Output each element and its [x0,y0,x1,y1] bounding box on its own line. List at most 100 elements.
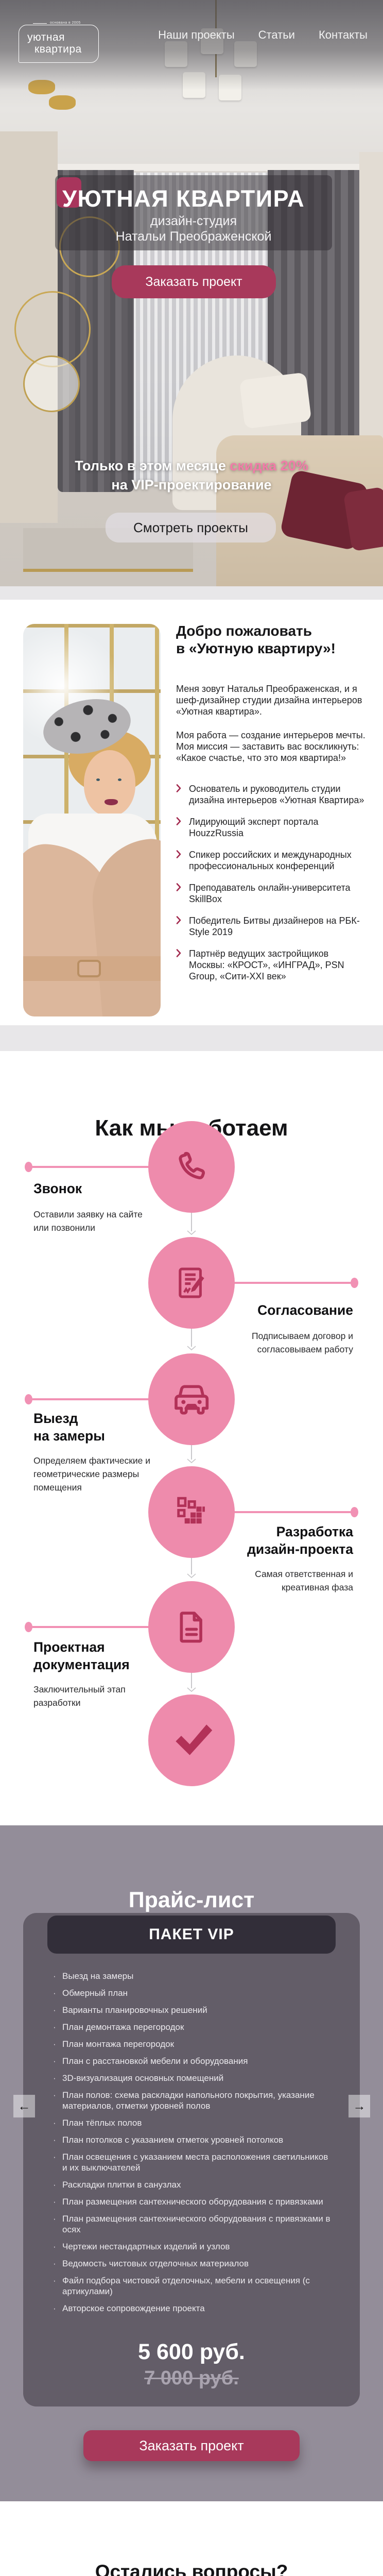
step-label-documentation: Проектная документация Заключительный эт… [33,1638,157,1709]
step-title-line1: Разработка [276,1524,353,1539]
list-item-text: Лидирующий эксперт портала HouzzRussia [189,817,319,838]
step-title-line2: документация [33,1657,130,1672]
welcome-section: Добро пожаловать в «Уютную квартиру»! Ме… [0,600,383,1025]
package-item: Ведомость чистовых отделочных материалов [53,2258,334,2269]
hero-title-plate: УЮТНАЯ КВАРТИРА дизайн-студия Натальи Пр… [55,175,332,250]
list-item-text: Преподаватель онлайн-университета SkillB… [189,883,351,904]
chevron-right-icon [176,949,181,957]
prev-slide-button[interactable]: ← [13,2095,35,2117]
hero-title: УЮТНАЯ КВАРТИРА [62,185,305,212]
nav-item-projects[interactable]: Наши проекты [158,28,235,41]
package-item: Авторское сопровождение проекта [53,2303,334,2314]
promo-line2: на VIP-проектирование [111,477,272,493]
welcome-heading-line2: в «Уютную квартиру»! [176,640,336,656]
contact-section: Остались вопросы? С радостью вас проконс… [0,2501,383,2576]
timeline-connector [191,1329,192,1347]
welcome-paragraph1: Меня зовут Наталья Преображенская, и я ш… [176,684,362,717]
welcome-heading: Добро пожаловать в «Уютную квартиру»! [176,622,365,657]
nav-item-articles[interactable]: Статьи [258,28,295,41]
step-description: Подписываем договор и согласовываем рабо… [251,1331,353,1354]
logo[interactable]: уютная квартира основана в 2005 [19,21,99,63]
next-slide-button[interactable]: → [349,2095,370,2117]
logo-line2: квартира [34,43,82,55]
step-label-measuring: Выезд на замеры Определяем фактические и… [33,1410,157,1494]
arrow-right-icon: → [353,2098,366,2113]
list-item-text: Спикер российских и международных профес… [189,850,352,871]
arrow-left-icon: ← [18,2098,31,2113]
step-line [32,1398,149,1400]
arrow-down-icon [187,1573,196,1578]
package-item: План потолков с указанием отметок уровне… [53,2134,334,2145]
step-title: Проектная документация [33,1638,157,1673]
step-line [32,1626,149,1628]
photo-buckle [77,960,101,977]
nav-item-contacts[interactable]: Контакты [318,28,368,41]
package-item: Файл подбора чистовой отделочных, мебели… [53,2275,334,2297]
order-project-button[interactable]: Заказать проект [112,265,276,298]
chevron-right-icon [176,850,181,858]
package-item: План полов: схема раскладки напольного п… [53,2090,334,2111]
list-item-text: Партнёр ведущих застройщиков Москвы: «КР… [189,948,344,981]
photo-ring-lamp [23,355,80,412]
step-circle-documentation [148,1581,235,1673]
list-item-text: Победитель Битвы дизайнеров на РБК-Style… [189,916,360,937]
chevron-right-icon [176,784,181,792]
list-item: Преподаватель онлайн-университета SkillB… [176,882,365,905]
step-circle-done [148,1694,235,1786]
step-line-dot [25,1394,32,1404]
step-title: Выезд на замеры [33,1410,157,1445]
list-item: Победитель Битвы дизайнеров на РБК-Style… [176,915,365,938]
promo-discount: скидка 20% [230,458,308,473]
view-projects-button[interactable]: Смотреть проекты [106,513,276,543]
step-circle-call [148,1121,235,1213]
contact-heading: Остались вопросы? [95,2561,288,2576]
photo-pillow [239,372,312,429]
package-item: Раскладки плитки в санузлах [53,2179,334,2190]
arrow-down-icon [187,1346,196,1350]
hero-section: уютная квартира основана в 2005 Наши про… [0,0,383,586]
step-title-line1: Проектная [33,1639,105,1655]
photo-face [84,750,135,816]
logo-tagline: основана в 2005 [33,21,82,25]
arrow-down-icon [187,1459,196,1463]
package-item: 3D-визуализация основных помещений [53,2073,334,2083]
step-description: Определяем фактические и геометрические … [33,1455,151,1493]
package-item: План тёплых полов [53,2117,334,2128]
step-line-dot [351,1507,358,1517]
package-item: План размещения сантехнического оборудов… [53,2196,334,2207]
welcome-text-column: Добро пожаловать в «Уютную квартиру»! Ме… [176,622,365,992]
package-item: Выезд на замеры [53,1971,334,1981]
section-divider [0,1025,383,1051]
document-icon [180,1612,202,1643]
step-title: Согласование [257,1302,353,1318]
arrow-down-icon [187,1230,196,1235]
package-item: План монтажа перегородок [53,2039,334,2049]
price-current: 5 600 руб. [138,2340,245,2364]
step-label-design: Разработка дизайн-проекта Самая ответств… [219,1523,353,1594]
step-label-call: Звонок Оставили заявку на сайте или позв… [33,1180,152,1234]
photo-gold-lamp [49,95,76,110]
car-icon [175,1385,209,1415]
logo-badge [57,177,81,208]
photo-cornice [54,164,363,171]
chevron-right-icon [176,817,181,825]
contract-icon [179,1267,204,1298]
order-project-button[interactable]: Заказать проект [83,2430,300,2461]
welcome-paragraph2: Моя работа — создание интерьеров мечты. … [176,730,365,763]
logo-line1: уютная [27,31,65,43]
package-item: Обмерный план [53,1988,334,1998]
step-line-dot [25,1622,32,1632]
price-old: 7 000 руб. [144,2367,239,2389]
step-label-agreement: Согласование Подписываем договор и согла… [219,1301,353,1356]
step-circle-measuring [148,1353,235,1445]
step-line [234,1282,351,1284]
list-item: Партнёр ведущих застройщиков Москвы: «КР… [176,948,365,982]
arrow-down-icon [187,1687,196,1692]
step-line [32,1166,149,1168]
step-description: Оставили заявку на сайте или позвонили [33,1209,143,1233]
chevron-right-icon [176,883,181,891]
achievements-list: Основатель и руководитель студии дизайна… [176,783,365,982]
step-title-line1: Выезд [33,1411,78,1426]
timeline-connector [191,1673,192,1688]
